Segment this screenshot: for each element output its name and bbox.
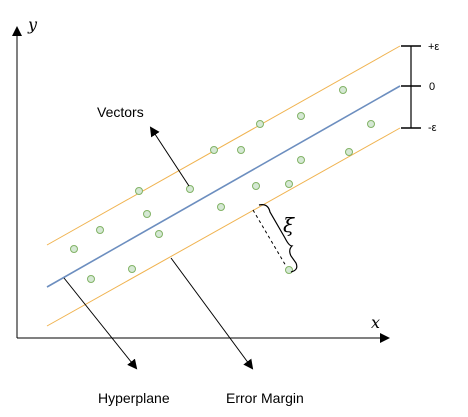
data-point	[256, 120, 264, 128]
arrow-icon	[63, 277, 138, 370]
data-point	[128, 265, 136, 273]
data-point	[297, 112, 305, 120]
hyperplane-line	[46, 85, 401, 288]
data-point	[367, 120, 375, 128]
data-point	[87, 275, 95, 283]
error-margin-label: Error Margin	[226, 390, 304, 406]
data-point	[135, 187, 143, 195]
epsilon-scale	[401, 45, 421, 129]
x-axis-label: x	[371, 313, 380, 332]
data-point	[210, 146, 218, 154]
data-point	[252, 182, 260, 190]
data-point	[70, 245, 78, 253]
data-point	[155, 230, 163, 238]
data-point	[297, 156, 305, 164]
slack-label: ξ	[283, 213, 295, 237]
data-point	[217, 203, 225, 211]
data-point	[339, 86, 347, 94]
arrow-icon	[170, 257, 254, 370]
minus-epsilon-label: -ε	[428, 122, 437, 134]
plus-epsilon-label: +ε	[428, 41, 439, 53]
data-point	[285, 266, 293, 274]
slack-brace	[258, 204, 298, 273]
lower-margin-line	[46, 127, 401, 327]
zero-label: 0	[429, 81, 435, 93]
y-axis-label: y	[27, 15, 38, 34]
data-point	[143, 210, 151, 218]
data-point	[237, 146, 245, 154]
data-point	[96, 226, 104, 234]
data-point	[345, 148, 353, 156]
slack-dashed-line	[252, 209, 287, 267]
data-point	[186, 185, 194, 193]
vectors-label: Vectors	[97, 104, 144, 120]
hyperplane-label: Hyperplane	[98, 390, 170, 406]
upper-margin-line	[46, 45, 401, 246]
arrow-icon	[149, 126, 190, 187]
data-points	[70, 86, 375, 283]
data-point	[285, 180, 293, 188]
